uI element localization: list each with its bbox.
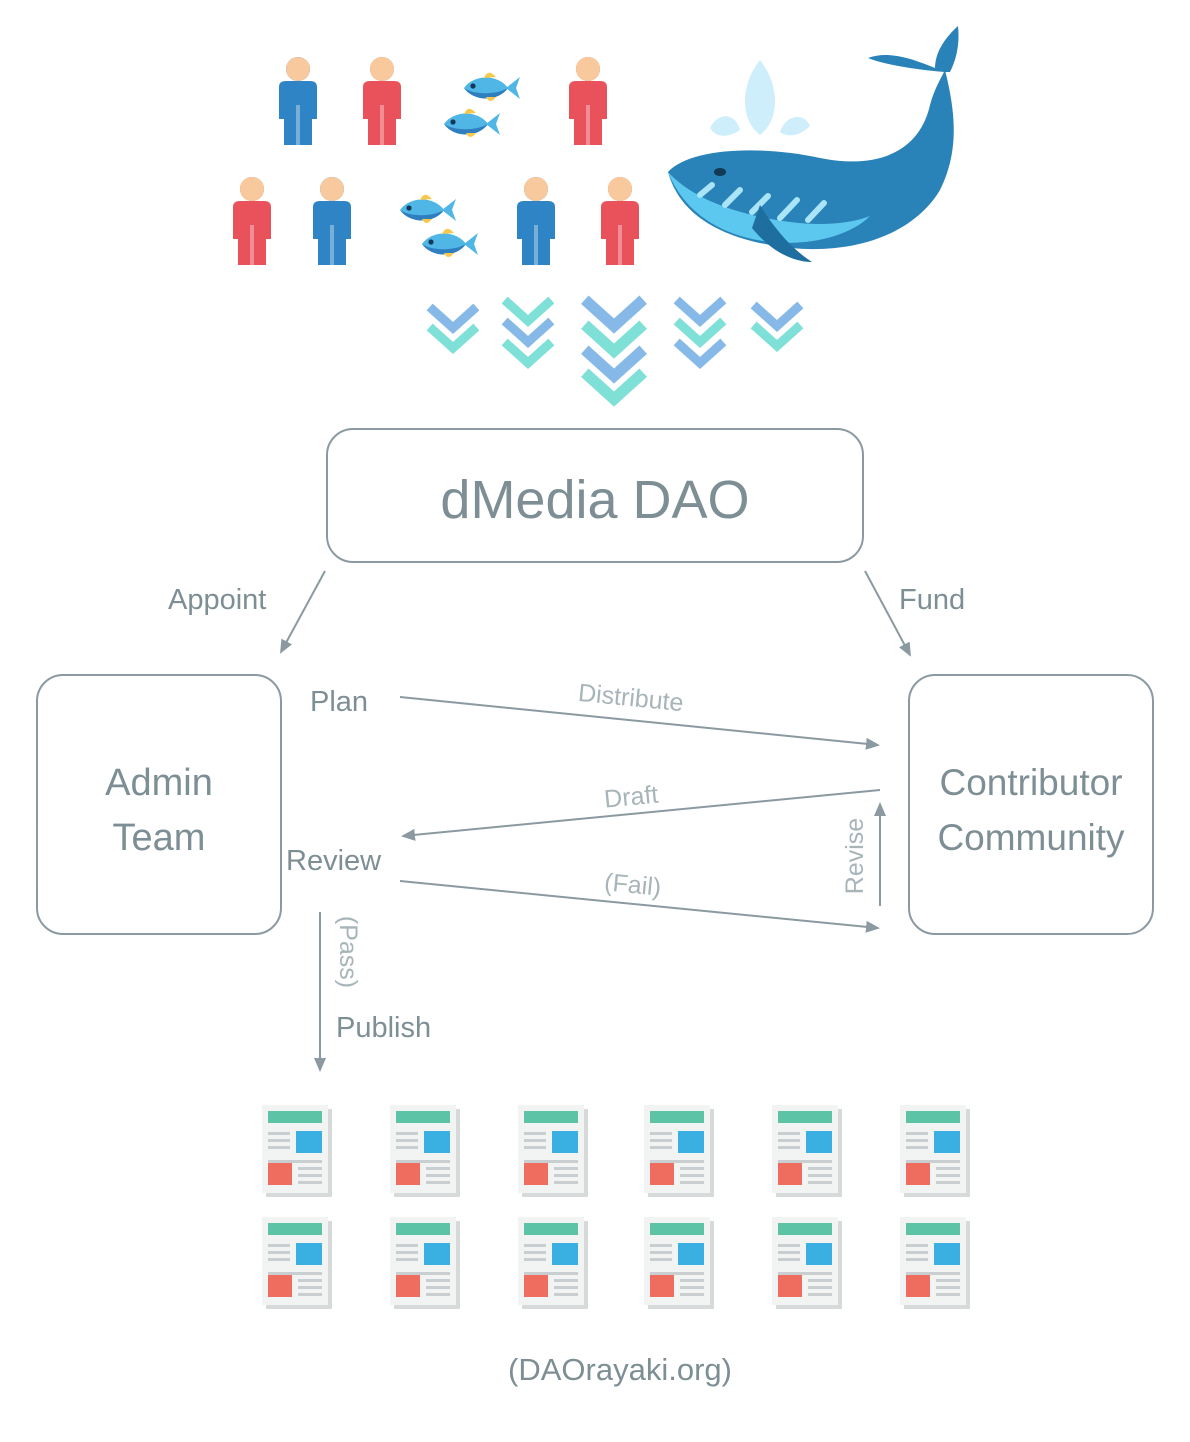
person-blue-icon (279, 57, 317, 145)
fish-pair-icon (444, 72, 520, 137)
edge-label-draft: Draft (603, 781, 660, 814)
edge-distribute: Distribute (399, 679, 880, 750)
contributor-title-line1: Contributor (939, 762, 1122, 803)
edge-label-pass: (Pass) (334, 916, 362, 988)
edge-fund: Fund (864, 570, 965, 657)
article-document-icon (390, 1105, 460, 1197)
edge-label-fail: (Fail) (603, 868, 662, 901)
person-blue-icon (313, 177, 351, 265)
edge-label-fund: Fund (899, 584, 965, 616)
chevron-flow-group (433, 303, 797, 399)
chevron-down-icon (589, 304, 639, 400)
dao-node: dMedia DAO (326, 428, 864, 563)
edge-label-revise: Revise (841, 818, 869, 894)
person-blue-icon (517, 177, 555, 265)
stage-review: Review (286, 845, 382, 877)
article-document-icon (772, 1105, 842, 1197)
contributor-node: Contributor Community (908, 674, 1154, 935)
dao-box (326, 428, 864, 563)
chevron-down-icon (680, 303, 720, 363)
members-group (233, 57, 639, 265)
published-articles-grid (262, 1105, 970, 1309)
fish-pair-icon (400, 194, 478, 257)
article-document-icon (262, 1217, 332, 1309)
article-document-icon (900, 1217, 970, 1309)
edge-appoint: Appoint (168, 570, 326, 654)
person-red-icon (569, 57, 607, 145)
article-document-icon (644, 1217, 714, 1309)
stage-publish: Publish (336, 1012, 431, 1044)
edge-draft: Draft (401, 781, 881, 841)
admin-node: Admin Team (36, 674, 282, 935)
article-document-icon (518, 1105, 588, 1197)
chevron-down-icon (508, 303, 548, 363)
article-document-icon (518, 1217, 588, 1309)
chevron-down-icon (757, 308, 797, 346)
person-red-icon (601, 177, 639, 265)
source-caption: (DAOrayaki.org) (508, 1352, 732, 1387)
dao-title: dMedia DAO (440, 470, 749, 530)
stage-plan: Plan (310, 686, 368, 718)
article-document-icon (644, 1105, 714, 1197)
article-document-icon (390, 1217, 460, 1309)
contributor-title-line2: Community (937, 817, 1125, 858)
whale-icon (668, 26, 959, 262)
admin-box (36, 674, 282, 935)
edge-label-appoint: Appoint (168, 584, 266, 616)
edge-publish: (Pass) Publish (314, 912, 431, 1072)
edge-revise: Revise (841, 802, 886, 906)
edge-label-distribute: Distribute (577, 679, 685, 717)
contributor-box (908, 674, 1154, 935)
person-red-icon (363, 57, 401, 145)
article-document-icon (262, 1105, 332, 1197)
edge-fail: (Fail) (399, 868, 880, 933)
admin-title-line2: Team (113, 817, 206, 859)
chevron-down-icon (433, 310, 473, 348)
article-document-icon (772, 1217, 842, 1309)
person-red-icon (233, 177, 271, 265)
admin-title-line1: Admin (105, 762, 213, 804)
article-document-icon (900, 1105, 970, 1197)
